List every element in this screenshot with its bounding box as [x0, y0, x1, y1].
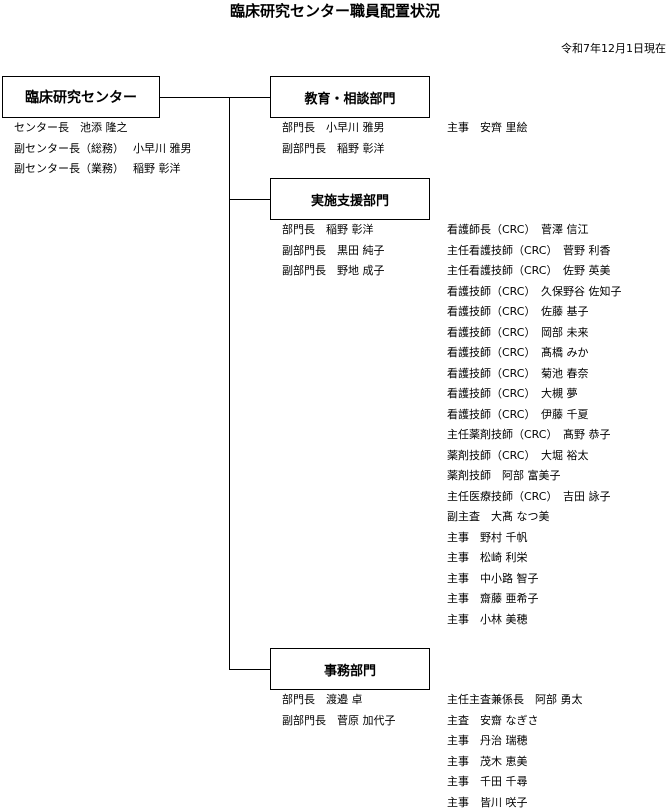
- connector-root-horizontal: [160, 97, 230, 98]
- root-member-row: センター長 池添 隆之: [14, 121, 128, 134]
- dept-staff-row: 主任主査兼係長 阿部 勇太: [447, 693, 583, 706]
- dept-staff-row: 薬剤技師（CRC） 大堀 裕太: [447, 448, 589, 462]
- dept-staff-row: 看護技師（CRC） 岡部 未来: [447, 325, 589, 339]
- dept-box-admin: 事務部門: [270, 648, 430, 690]
- dept-lead-row: 副部門長 菅原 加代子: [282, 713, 396, 727]
- root-member-row: 副センター長（業務） 稲野 彰洋: [14, 162, 181, 175]
- dept-staff-row: 看護技師（CRC） 髙橋 みか: [447, 346, 589, 359]
- as-of-date: 令和7年12月1日現在: [561, 42, 666, 55]
- dept-staff-row: 主事 丹治 瑞穂: [447, 734, 528, 747]
- dept-staff-row: 看護技師（CRC） 菊池 春奈: [447, 366, 589, 380]
- page-title: 臨床研究センター職員配置状況: [229, 2, 440, 20]
- dept-staff-row: 主事 松崎 利栄: [447, 551, 528, 564]
- dept-staff-row: 看護技師（CRC） 大槻 夢: [447, 387, 578, 400]
- dept-lead-row: 部門長 小早川 雅男: [282, 121, 385, 134]
- dept-staff-row: 主事 中小路 智子: [447, 571, 539, 585]
- connector-trunk: [229, 97, 230, 670]
- dept-staff-row: 主事 齋藤 亜希子: [447, 592, 539, 605]
- dept-staff-row: 薬剤技師 阿部 富美子: [447, 469, 561, 482]
- connector-dept-2: [229, 199, 271, 200]
- dept-lead-row: 部門長 渡邉 卓: [282, 693, 363, 706]
- dept-staff-row: 看護技師（CRC） 佐藤 基子: [447, 305, 589, 318]
- dept-staff-row: 主事 茂木 恵美: [447, 754, 528, 768]
- dept-box-education: 教育・相談部門: [270, 76, 430, 118]
- dept-staff-row: 主事 千田 千尋: [447, 775, 528, 788]
- dept-lead-row: 部門長 稲野 彰洋: [282, 223, 374, 236]
- dept-staff-row: 副主査 大髙 なつ美: [447, 510, 550, 523]
- dept-staff-row: 主事 小林 美穂: [447, 612, 528, 626]
- root-member-row: 副センター長（総務） 小早川 雅男: [14, 141, 192, 155]
- dept-staff-row: 主任医療技師（CRC） 吉田 詠子: [447, 489, 611, 503]
- dept-staff-row: 主事 野村 千帆: [447, 530, 528, 544]
- dept-staff-row: 看護師長（CRC） 菅澤 信江: [447, 223, 589, 236]
- dept-staff-row: 主査 安齋 なぎさ: [447, 713, 539, 727]
- dept-staff-row: 主事 皆川 咲子: [447, 795, 528, 809]
- dept-lead-row: 副部門長 野地 成子: [282, 264, 385, 277]
- dept-staff-row: 看護技師（CRC） 久保野谷 佐知子: [447, 284, 622, 298]
- dept-staff-row: 看護技師（CRC） 伊藤 千夏: [447, 407, 589, 421]
- dept-box-support: 実施支援部門: [270, 178, 430, 220]
- dept-staff-row: 主事 安齊 里絵: [447, 121, 528, 134]
- root-org-box: 臨床研究センター: [2, 76, 160, 118]
- dept-staff-row: 主任看護技師（CRC） 佐野 英美: [447, 264, 611, 277]
- connector-dept-3: [229, 669, 271, 670]
- dept-lead-row: 副部門長 稲野 彰洋: [282, 141, 385, 155]
- connector-dept-1: [229, 97, 271, 98]
- dept-staff-row: 主任薬剤技師（CRC） 髙野 恭子: [447, 428, 611, 441]
- dept-staff-row: 主任看護技師（CRC） 菅野 利香: [447, 243, 611, 257]
- dept-lead-row: 副部門長 黒田 純子: [282, 243, 385, 257]
